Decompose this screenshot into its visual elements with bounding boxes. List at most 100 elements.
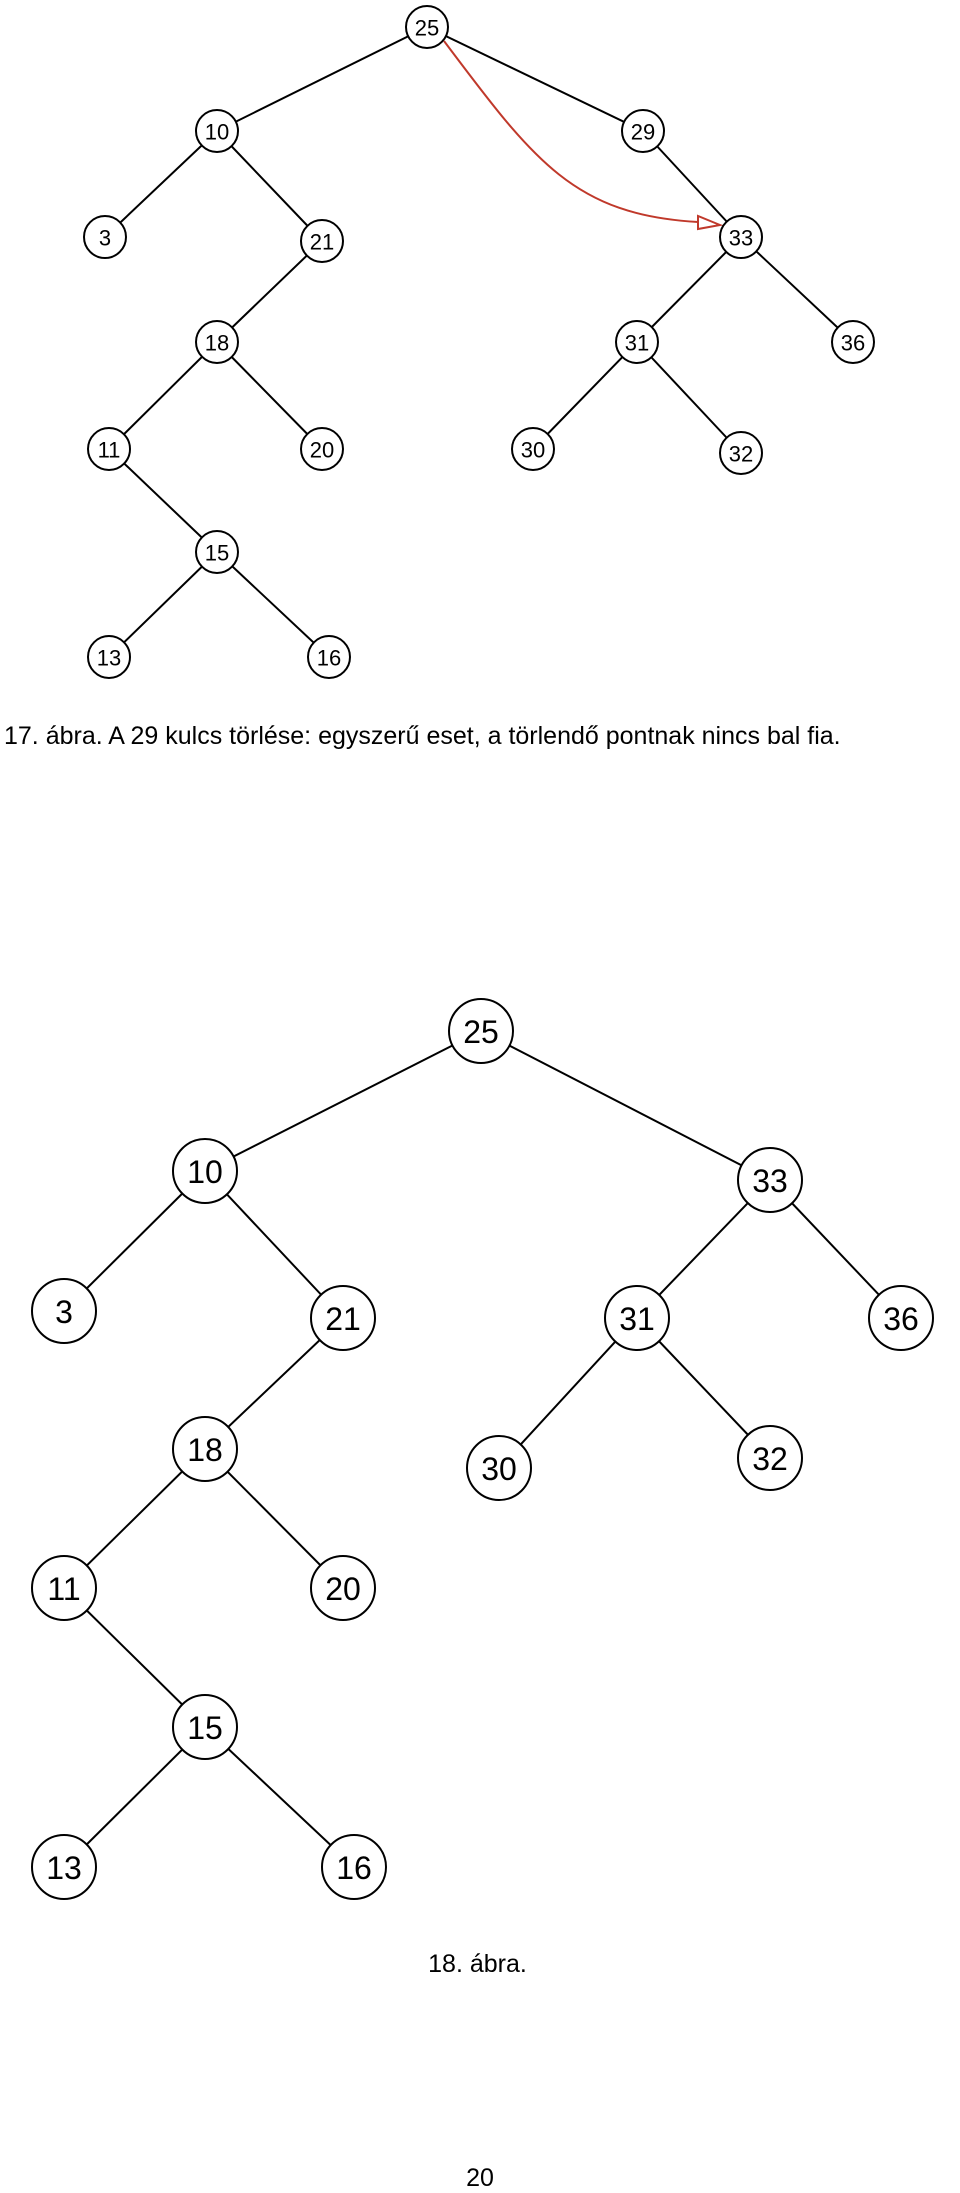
node-circle	[868, 1285, 934, 1351]
node-label: 20	[325, 1571, 361, 1607]
node-circle	[511, 427, 555, 471]
tree-node-31: 31	[604, 1285, 670, 1351]
tree-node-16: 16	[321, 1834, 387, 1900]
tree-edge	[426, 26, 644, 132]
node-label: 15	[187, 1710, 223, 1746]
tree-edge	[636, 341, 742, 454]
node-label: 16	[336, 1850, 372, 1886]
node-circle	[172, 1138, 238, 1204]
node-label: 10	[205, 120, 229, 145]
node-circle	[87, 635, 131, 679]
node-label: 25	[463, 1014, 499, 1050]
node-circle	[321, 1834, 387, 1900]
tree-node-30: 30	[466, 1435, 532, 1501]
node-circle	[719, 215, 763, 259]
tree-node-30: 30	[511, 427, 555, 471]
fig17-red-arrowhead	[697, 214, 724, 231]
tree-node-32: 32	[719, 431, 763, 475]
node-circle	[31, 1834, 97, 1900]
node-circle	[831, 320, 875, 364]
tree-edge	[108, 448, 218, 553]
node-circle	[615, 320, 659, 364]
tree-node-32: 32	[737, 1425, 803, 1491]
page-number: 20	[466, 2164, 494, 2192]
node-circle	[307, 635, 351, 679]
tree-node-11: 11	[31, 1555, 97, 1621]
node-label: 18	[205, 331, 229, 356]
tree-node-20: 20	[300, 427, 344, 471]
node-label: 33	[752, 1163, 788, 1199]
tree-edge	[740, 236, 854, 343]
node-circle	[195, 109, 239, 153]
tree-edge	[216, 341, 323, 450]
node-circle	[172, 1694, 238, 1760]
node-circle	[737, 1425, 803, 1491]
tree-edge	[216, 130, 323, 242]
tree-edge	[216, 26, 428, 132]
tree-node-20: 20	[310, 1555, 376, 1621]
node-label: 31	[625, 331, 649, 356]
tree-node-33: 33	[719, 215, 763, 259]
node-circle	[737, 1147, 803, 1213]
node-label: 31	[619, 1301, 655, 1337]
node-circle	[195, 320, 239, 364]
fig17-edges	[104, 26, 854, 658]
tree-node-15: 15	[195, 530, 239, 574]
tree-edge	[642, 130, 742, 238]
node-label: 15	[205, 541, 229, 566]
node-circle	[195, 530, 239, 574]
tree-node-21: 21	[300, 219, 344, 263]
tree-edge	[216, 240, 323, 343]
tree-edge	[204, 1030, 482, 1172]
tree-edge	[204, 1726, 355, 1868]
tree-edge	[104, 130, 218, 238]
node-label: 21	[310, 230, 334, 255]
tree-edge	[216, 551, 330, 658]
node-label: 33	[729, 226, 753, 251]
tree-node-3: 3	[83, 215, 127, 259]
tree-node-13: 13	[31, 1834, 97, 1900]
node-circle	[87, 427, 131, 471]
node-circle	[300, 427, 344, 471]
node-label: 11	[98, 438, 121, 463]
tree-edge	[108, 341, 218, 450]
node-label: 3	[99, 226, 111, 251]
tree-edge	[498, 1317, 638, 1469]
node-label: 25	[415, 16, 439, 41]
node-label: 3	[55, 1294, 73, 1330]
tree-node-25: 25	[405, 5, 449, 49]
node-circle	[31, 1555, 97, 1621]
tree-edge	[480, 1030, 771, 1181]
node-label: 18	[187, 1432, 223, 1468]
node-label: 36	[883, 1301, 919, 1337]
tree-node-3: 3	[31, 1278, 97, 1344]
node-circle	[300, 219, 344, 263]
tree-node-18: 18	[195, 320, 239, 364]
figure-18-caption: 18. ábra.	[428, 1950, 527, 1978]
tree-node-36: 36	[868, 1285, 934, 1351]
tree-node-16: 16	[307, 635, 351, 679]
node-circle	[466, 1435, 532, 1501]
tree-edge	[108, 551, 218, 658]
node-label: 32	[752, 1441, 788, 1477]
tree-edge	[204, 1170, 344, 1319]
node-circle	[172, 1416, 238, 1482]
tree-node-18: 18	[172, 1416, 238, 1482]
node-circle	[405, 5, 449, 49]
node-label: 10	[187, 1154, 223, 1190]
figure-17-caption: 17. ábra. A 29 kulcs törlése: egyszerű e…	[4, 722, 841, 750]
tree-node-13: 13	[87, 635, 131, 679]
node-circle	[719, 431, 763, 475]
tree-node-29: 29	[621, 109, 665, 153]
node-label: 20	[310, 438, 334, 463]
tree-node-10: 10	[195, 109, 239, 153]
node-label: 16	[317, 646, 341, 671]
tree-node-11: 11	[87, 427, 131, 471]
fig17-red-arrow	[443, 40, 699, 223]
node-label: 30	[521, 438, 545, 463]
node-label: 32	[729, 442, 753, 467]
